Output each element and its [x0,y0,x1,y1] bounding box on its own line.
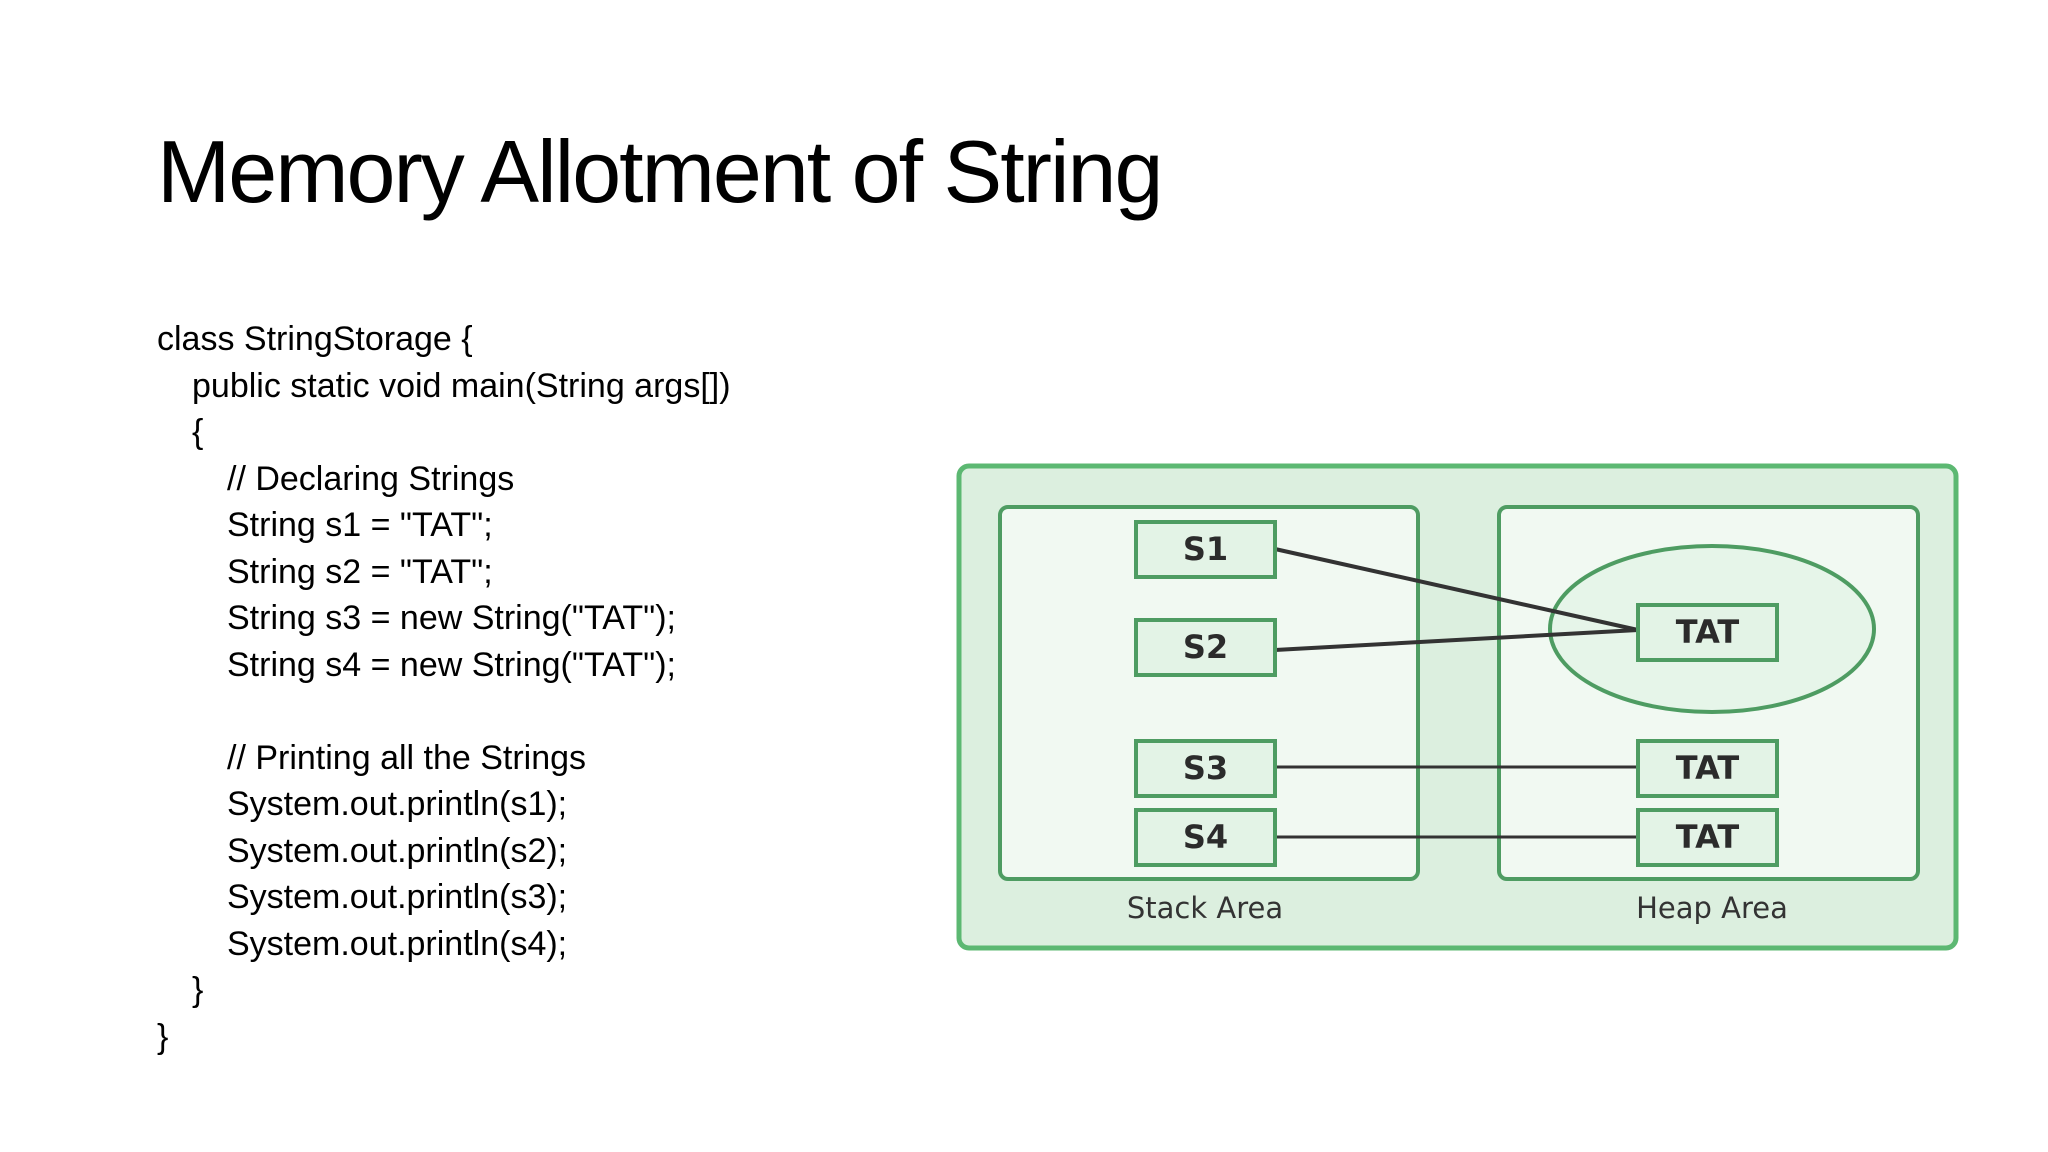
stack-ref-s4: S4 [1134,808,1277,867]
stack-ref-label: S3 [1183,749,1228,787]
stack-ref-s1: S1 [1134,520,1277,579]
stack-area-label: Stack Area [1127,891,1283,925]
code-line: System.out.println(s4); [227,924,568,963]
code-line: String s1 = "TAT"; [227,506,493,544]
code-line: // Printing all the Strings [227,738,587,777]
stack-ref-box [1134,808,1277,867]
stack-area-panel [998,505,1420,881]
code-line: } [157,1017,169,1056]
stack-ref-box [1134,618,1277,677]
code-line: { [192,413,204,451]
slide-title: Memory Allotment of String [157,122,1163,221]
heap-object-label: TAT [1676,749,1740,787]
code-line: String s3 = new String("TAT"); [227,599,676,637]
code-line-blank [157,688,731,735]
stack-ref-label: S2 [1183,628,1228,666]
s2-to-pool-line [1274,628,1639,652]
code-line: class StringStorage { [157,320,473,358]
code-block: class StringStorage { public static void … [157,316,731,1060]
stack-ref-box [1134,739,1277,798]
memory-diagram: S1 S2 S3 S4 TAT TAT TAT Stack Area He [955,462,1960,952]
heap-object-s3-tat: TAT [1636,739,1779,798]
stack-ref-s2: S2 [1134,618,1277,677]
stack-ref-box [1134,520,1277,579]
heap-object-label: TAT [1676,613,1740,651]
code-line: // Declaring Strings [227,459,515,498]
stack-ref-label: S4 [1183,818,1228,856]
s1-to-pool-line [1274,547,1639,632]
stack-ref-s3: S3 [1134,739,1277,798]
heap-object-box [1636,603,1779,662]
stack-ref-label: S1 [1183,530,1228,568]
code-line: String s2 = "TAT"; [227,552,493,591]
code-line: System.out.println(s1); [227,785,568,823]
heap-object-pool-tat: TAT [1636,603,1779,662]
code-line: String s4 = new String("TAT"); [227,645,676,684]
heap-object-box [1636,739,1779,798]
heap-object-s4-tat: TAT [1636,808,1779,867]
memory-diagram-svg: S1 S2 S3 S4 TAT TAT TAT Stack Area He [956,463,1959,951]
code-line: System.out.println(s3); [227,878,568,916]
code-line: public static void main(String args[]) [192,366,731,405]
code-line: System.out.println(s2); [227,831,568,870]
heap-object-label: TAT [1676,818,1740,856]
heap-area-label: Heap Area [1636,891,1788,925]
code-line: } [192,971,204,1009]
heap-object-box [1636,808,1779,867]
